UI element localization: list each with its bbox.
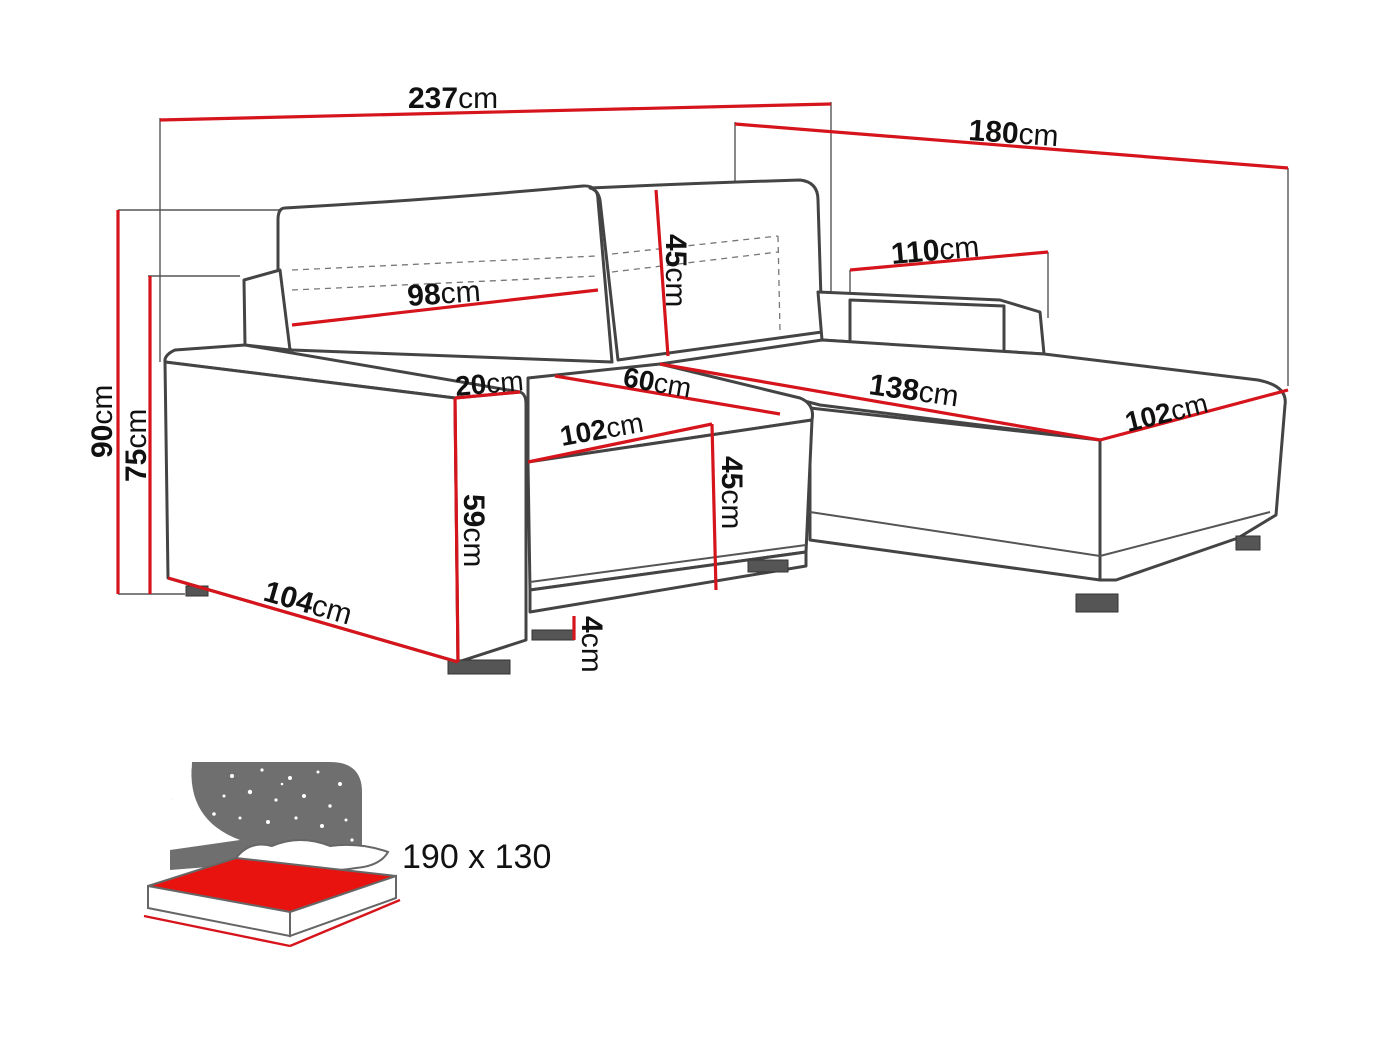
dim-line-backrest-height bbox=[654, 189, 670, 357]
label-total-height: 90cm bbox=[86, 385, 119, 458]
left-armrest-front bbox=[453, 390, 528, 664]
dim-line-chaise-length bbox=[734, 122, 1289, 170]
dimension-lines bbox=[116, 102, 1289, 664]
left-back-block bbox=[242, 268, 292, 352]
label-chaise-length: 180cm bbox=[968, 114, 1060, 153]
label-chaise-width: 102cm bbox=[1122, 387, 1211, 437]
dim-line-total-width bbox=[159, 102, 832, 122]
backrest-cushion-right bbox=[588, 178, 824, 362]
dim-line-chaise-width bbox=[1099, 388, 1289, 442]
leg-3 bbox=[531, 629, 575, 641]
dim-line-chaise-inner bbox=[659, 362, 1101, 442]
chaise-seat bbox=[658, 338, 1287, 582]
stars-icon bbox=[182, 768, 354, 844]
dim-line-backrest-width bbox=[291, 288, 599, 327]
leg-6 bbox=[1235, 535, 1261, 551]
dim-line-chaise-back bbox=[849, 250, 1049, 272]
label-total-width: 237cm bbox=[408, 82, 498, 115]
dim-line-seat-depth bbox=[554, 374, 781, 416]
mattress-side-right bbox=[289, 874, 397, 938]
dimension-labels: 237cm 180cm 110cm 98cm 45cm 90cm 75cm 20… bbox=[86, 82, 1211, 673]
moon-shape bbox=[170, 762, 240, 850]
label-seat-height: 45cm bbox=[715, 456, 748, 529]
label-backrest-width: 98cm bbox=[406, 275, 481, 313]
label-seat-depth: 60cm bbox=[621, 361, 694, 403]
sleeping-area-label: 190 x 130 bbox=[402, 838, 551, 876]
label-leg-height: 4cm bbox=[575, 616, 608, 673]
dim-line-armrest-width bbox=[454, 390, 521, 400]
leg-2 bbox=[447, 659, 511, 675]
dim-line-seat-width bbox=[527, 422, 713, 464]
label-backrest-height: 45cm bbox=[659, 234, 692, 307]
label-chaise-inner: 138cm bbox=[867, 368, 961, 413]
dim-line-side-depth bbox=[167, 576, 459, 664]
leg-4 bbox=[747, 559, 789, 573]
label-chaise-back: 110cm bbox=[890, 230, 981, 271]
dim-line-seat-height bbox=[710, 423, 718, 591]
label-armrest-width: 20cm bbox=[454, 365, 525, 402]
leg-5 bbox=[1075, 593, 1119, 613]
label-side-height: 59cm bbox=[457, 494, 490, 567]
backrest-cushion-left bbox=[276, 184, 614, 364]
dim-line-side-height bbox=[453, 397, 460, 663]
bed-dim-arrow-2 bbox=[289, 898, 401, 948]
sleeping-area-icon: 190 x 130 bbox=[143, 762, 551, 948]
label-armrest-height: 75cm bbox=[120, 409, 153, 482]
bed-dim-arrow bbox=[143, 914, 291, 948]
